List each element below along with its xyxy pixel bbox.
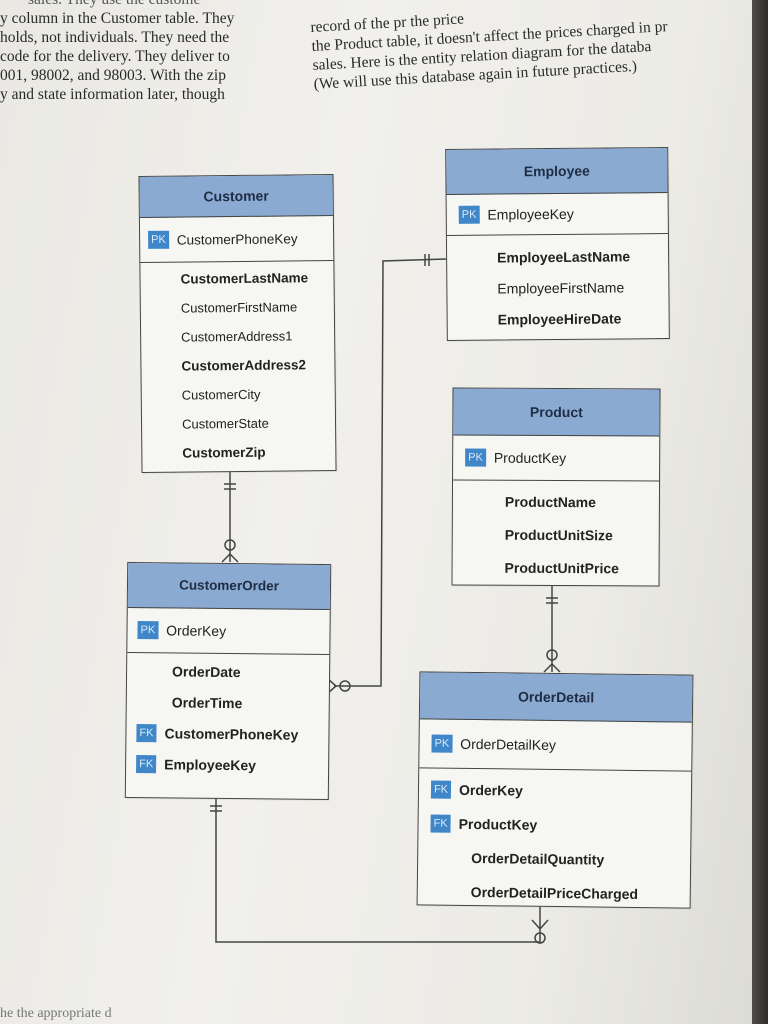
pk-row: PK ProductKey xyxy=(453,435,660,482)
attribute-field: CustomerAddress2 xyxy=(181,357,307,374)
attribute-field: CustomerZip xyxy=(182,444,266,461)
text-line: code for the delivery. They deliver to xyxy=(0,48,230,65)
attribute-field: OrderTime xyxy=(171,693,243,711)
text-line: y column in the Customer table. They xyxy=(0,10,235,27)
attribute-field: ProductUnitPrice xyxy=(504,559,619,576)
attribute-field: CustomerCity xyxy=(181,386,261,403)
pk-row: PK EmployeeKey xyxy=(446,193,668,236)
attribute-field: EmployeeLastName xyxy=(497,247,631,266)
paragraph-left: sales. They use the custome y column in … xyxy=(0,0,270,104)
fk-row: FK CustomerPhoneKey xyxy=(136,717,328,750)
text-line: y and state information later, though xyxy=(0,86,225,103)
fk-field: OrderKey xyxy=(458,781,523,799)
entity-title: Customer xyxy=(139,174,333,219)
entity-customer: Customer PK CustomerPhoneKey CustomerLas… xyxy=(138,173,337,474)
fk-row: FK OrderKey xyxy=(430,772,691,809)
entity-product: Product PK ProductKey ProductName Produc… xyxy=(451,387,661,587)
page-edge-shadow xyxy=(752,0,768,1024)
fk-row: FK EmployeeKey xyxy=(136,748,328,781)
attribute-field: CustomerAddress1 xyxy=(181,328,293,345)
fk-badge: FK xyxy=(136,754,157,773)
fk-badge: FK xyxy=(430,814,451,833)
pk-row: PK OrderDetailKey xyxy=(419,719,692,772)
attribute-field: CustomerLastName xyxy=(180,270,309,287)
entity-title: CustomerOrder xyxy=(127,562,331,611)
entity-title: Product xyxy=(453,388,660,437)
fk-badge: FK xyxy=(430,780,452,799)
employee-order-line xyxy=(334,258,447,687)
attribute-field: ProductName xyxy=(504,493,596,510)
pk-row: PK OrderKey xyxy=(127,607,330,656)
pk-field: ProductKey xyxy=(493,449,567,467)
attribute-field: CustomerFirstName xyxy=(180,299,298,316)
pk-badge: PK xyxy=(458,205,480,224)
fk-field: EmployeeKey xyxy=(164,755,257,773)
pk-badge: PK xyxy=(148,230,169,249)
entity-order-detail: OrderDetail PK OrderDetailKey FK OrderKe… xyxy=(416,671,694,909)
fk-field: ProductKey xyxy=(458,815,538,833)
attribute-field: ProductUnitSize xyxy=(504,526,613,543)
entity-title: Employee xyxy=(446,148,668,195)
text-line: holds, not individuals. They need the xyxy=(0,29,230,46)
pk-field: EmployeeKey xyxy=(487,205,574,223)
fk-row: FK ProductKey xyxy=(430,806,690,843)
text-line: 001, 98002, and 98003. With the zip xyxy=(0,67,226,84)
attribute-field: OrderDate xyxy=(172,662,241,680)
pk-field: CustomerPhoneKey xyxy=(176,230,298,248)
order-detail-line xyxy=(215,797,541,943)
fk-badge: FK xyxy=(136,723,157,742)
pk-field: OrderDetailKey xyxy=(460,735,557,754)
pk-badge: PK xyxy=(137,621,159,640)
entity-title: OrderDetail xyxy=(419,672,693,723)
attribute-field: CustomerState xyxy=(181,415,269,432)
pk-row: PK CustomerPhoneKey xyxy=(139,215,334,264)
relationship-lines xyxy=(210,254,561,944)
text-line: sales. They use the custome xyxy=(28,0,270,9)
entity-employee: Employee PK EmployeeKey EmployeeLastName… xyxy=(445,147,670,341)
attribute-field: OrderDetailQuantity xyxy=(471,849,605,868)
pk-field: OrderKey xyxy=(166,622,227,639)
pk-badge: PK xyxy=(465,448,486,467)
fk-field: CustomerPhoneKey xyxy=(164,724,299,743)
attribute-field: OrderDetailPriceCharged xyxy=(470,883,639,903)
bottom-text-fragment: he the appropriate d xyxy=(0,1006,112,1021)
book-page: sales. They use the custome y column in … xyxy=(0,0,752,1024)
pk-badge: PK xyxy=(431,734,453,753)
entity-customer-order: CustomerOrder PK OrderKey OrderDate Orde… xyxy=(124,561,332,801)
attribute-field: EmployeeHireDate xyxy=(497,309,622,328)
attribute-field: EmployeeFirstName xyxy=(497,278,625,297)
